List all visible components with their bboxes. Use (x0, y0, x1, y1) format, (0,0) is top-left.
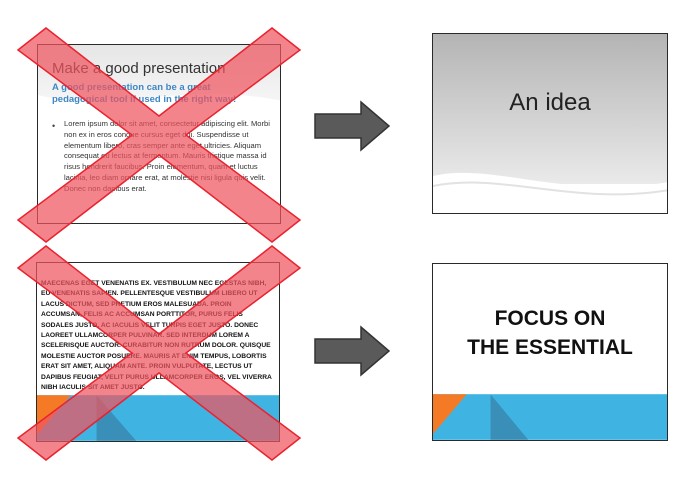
slide-title-line-2: THE ESSENTIAL (467, 336, 633, 359)
good-slide-focus: FOCUS ON THE ESSENTIAL (432, 263, 668, 441)
slide-title-line-1: FOCUS ON (494, 307, 606, 330)
right-arrow-icon (314, 100, 391, 152)
good-slide-an-idea: An idea (432, 33, 668, 214)
slide-footer-banner (433, 394, 667, 440)
bullet-marker: • (52, 121, 56, 131)
red-x-cross-icon (16, 27, 302, 243)
slide-title: An idea (509, 89, 591, 116)
slide-wave-decoration (433, 172, 667, 213)
slide-title: FOCUS ON THE ESSENTIAL (433, 304, 667, 362)
slide-subtitle: A good presentation can be a great pedag… (52, 82, 237, 105)
red-x-cross-icon (16, 245, 302, 461)
slide-gradient-band (433, 34, 667, 184)
right-arrow-icon (314, 325, 391, 377)
